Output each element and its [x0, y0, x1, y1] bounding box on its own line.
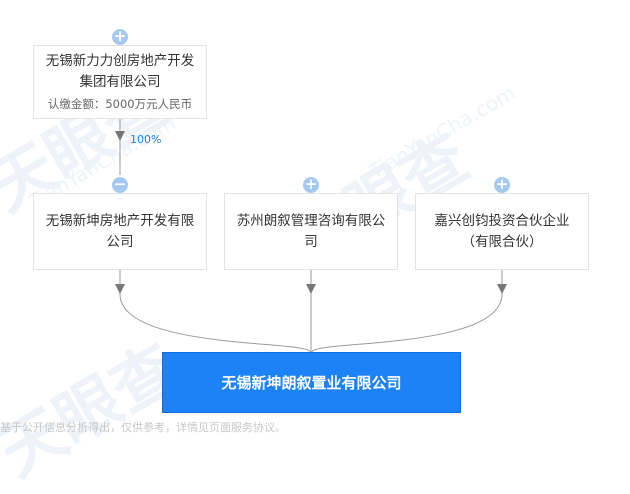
parent-arrow: [115, 131, 125, 141]
shareholder-1-link: [119, 270, 311, 353]
shareholder-name: 嘉兴创钧投资合伙企业（有限合伙）: [434, 212, 570, 250]
expand-toggle-icon[interactable]: +: [494, 175, 510, 193]
shareholder-3-link: [311, 270, 503, 353]
shareholder-name: 苏州朗叙管理咨询有限公司: [236, 212, 386, 250]
shareholder-node[interactable]: 无锡新坤房地产开发有限公司: [33, 193, 207, 270]
shareholder-1-arrow: [115, 284, 125, 294]
target-company-name: 无锡新坤朗叙置业有限公司: [221, 374, 402, 392]
parent-capital: 认缴金额：5000万元人民币: [47, 96, 193, 111]
shareholder-node[interactable]: 嘉兴创钧投资合伙企业（有限合伙）: [415, 193, 589, 270]
parent-company-node[interactable]: 无锡新力力创房地产开发集团有限公司 认缴金额：5000万元人民币: [33, 45, 207, 119]
collapse-toggle-icon[interactable]: −: [112, 175, 128, 193]
expand-toggle-icon[interactable]: +: [303, 175, 319, 193]
target-company-node[interactable]: 无锡新坤朗叙置业有限公司: [162, 352, 461, 413]
share-percent: 100%: [130, 133, 162, 146]
shareholder-node[interactable]: 苏州朗叙管理咨询有限公司: [224, 193, 398, 270]
connector-lines: [115, 119, 507, 353]
shareholder-2-arrow: [306, 284, 316, 294]
disclaimer-text: 基于公开信息分析得出，仅供参考，详情见页面服务协议。: [0, 421, 286, 434]
parent-company-name: 无锡新力力创房地产开发集团有限公司: [45, 52, 195, 90]
shareholder-name: 无锡新坤房地产开发有限公司: [45, 212, 195, 250]
expand-toggle-icon[interactable]: +: [112, 27, 128, 45]
shareholder-3-arrow: [497, 284, 507, 294]
